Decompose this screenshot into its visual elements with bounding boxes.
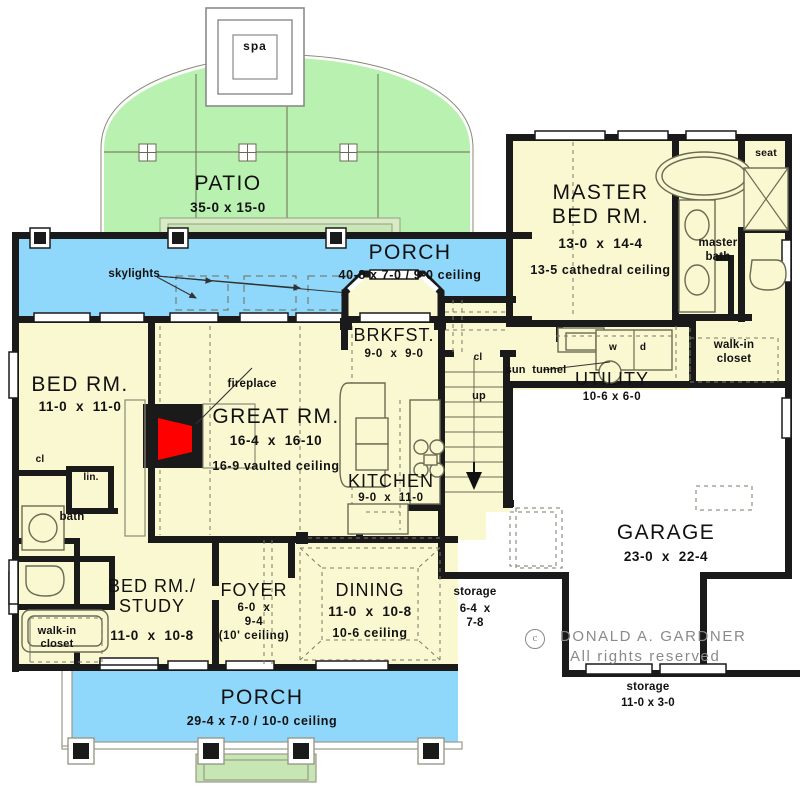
stairs: [445, 358, 503, 508]
porch-columns-rear: [29, 227, 347, 249]
utility-fixtures: [542, 326, 677, 384]
misc-dashed: [263, 311, 753, 668]
spa-fixture: [205, 7, 305, 107]
bath-fixtures: [8, 505, 109, 663]
master-bath-fixtures: [655, 151, 789, 383]
patio-region: [100, 54, 474, 237]
kitchen-fixtures: [339, 382, 445, 535]
breakfast-bay: [340, 269, 446, 330]
copyright-symbol: c: [525, 629, 545, 649]
front-porch-region: [61, 659, 463, 783]
fireplace-fixture: [124, 367, 256, 537]
